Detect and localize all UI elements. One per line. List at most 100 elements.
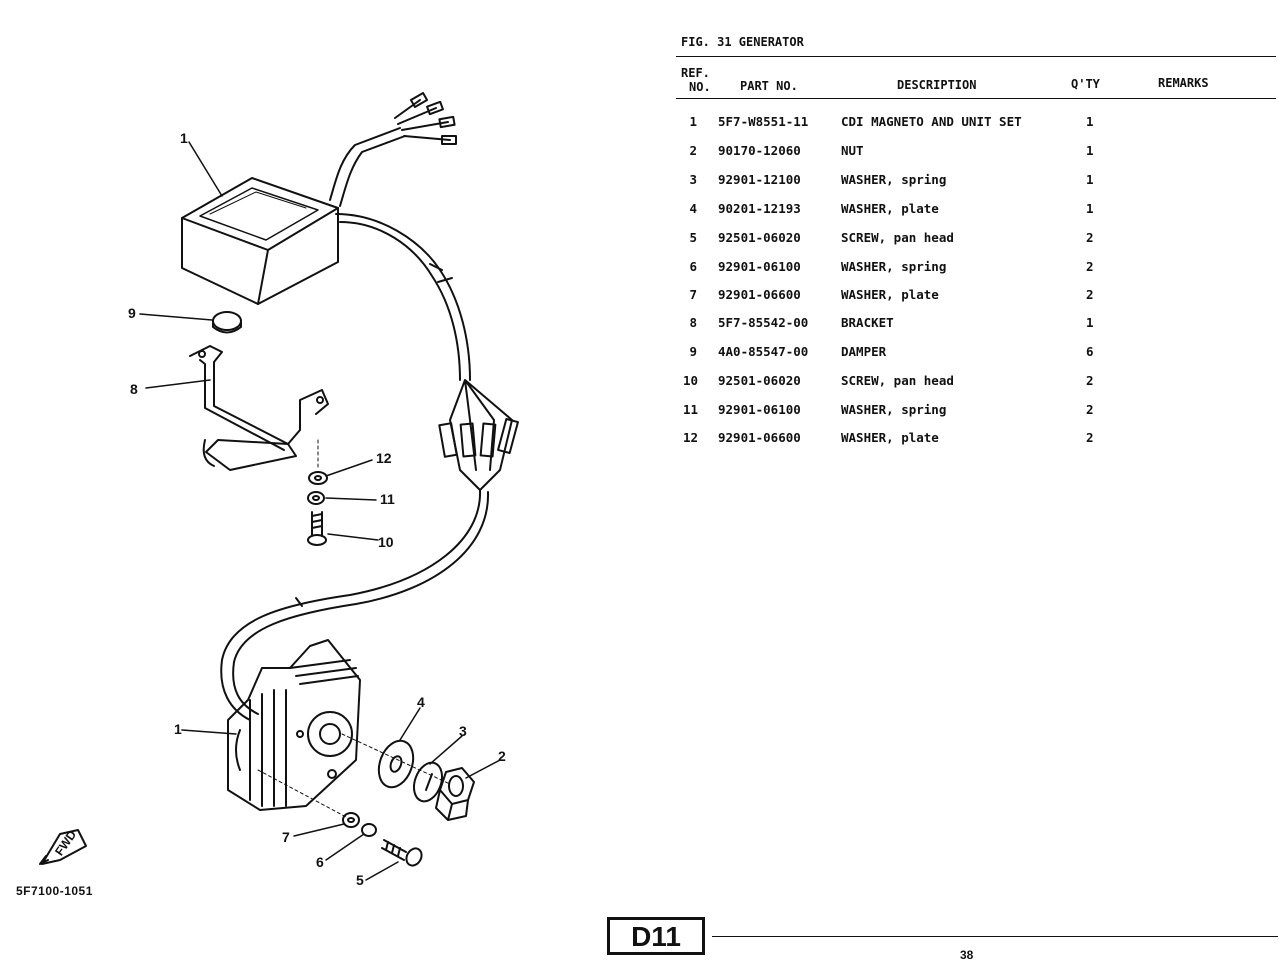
cell-part-no: 4A0-85547-00	[718, 344, 809, 359]
table-row: 12 92901-06600 WASHER, plate 2	[676, 430, 1276, 450]
callout-7: 7	[282, 829, 290, 845]
cell-qty: 1	[1086, 201, 1094, 216]
table-top-rule	[676, 56, 1276, 57]
table-row: 3 92901-12100 WASHER, spring 1	[676, 172, 1276, 192]
cell-qty: 1	[1086, 114, 1094, 129]
cell-ref: 7	[689, 287, 697, 302]
cell-qty: 2	[1086, 259, 1094, 274]
washer-6	[361, 823, 377, 837]
cell-qty: 2	[1086, 287, 1094, 302]
cell-ref: 8	[689, 315, 697, 330]
leader-lines	[139, 141, 501, 881]
callout-1-cdi: 1	[180, 130, 188, 146]
screw-10	[307, 511, 327, 546]
cell-description: SCREW, pan head	[841, 373, 954, 388]
table-row: 11 92901-06100 WASHER, spring 2	[676, 402, 1276, 422]
header-description: DESCRIPTION	[897, 78, 977, 92]
cell-ref: 4	[689, 201, 697, 216]
header-ref-line2: NO.	[689, 80, 711, 94]
header-part-no: PART NO.	[740, 79, 798, 93]
header-ref-line1: REF.	[681, 66, 710, 80]
exploded-diagram: 1 9 8 12 11 10 1 4 3 2 7 6 5 FWD 5F7100-…	[16, 92, 519, 898]
cell-qty: 2	[1086, 373, 1094, 388]
bracket-shape	[189, 345, 329, 471]
cell-description: WASHER, plate	[841, 287, 939, 302]
cell-part-no: 92901-06600	[718, 430, 801, 445]
wire-harness	[220, 92, 519, 721]
callout-12: 12	[376, 450, 392, 466]
cell-description: CDI MAGNETO AND UNIT SET	[841, 114, 1022, 129]
cell-part-no: 92901-06100	[718, 402, 801, 417]
cell-description: DAMPER	[841, 344, 887, 359]
fwd-arrow-shape	[39, 829, 87, 865]
table-row: 2 90170-12060 NUT 1	[676, 143, 1276, 163]
section-badge: D11	[607, 917, 705, 955]
generator-drawing	[39, 92, 519, 881]
callout-5: 5	[356, 872, 364, 888]
cell-part-no: 92501-06020	[718, 373, 801, 388]
cell-description: WASHER, plate	[841, 201, 939, 216]
table-row: 4 90201-12193 WASHER, plate 1	[676, 201, 1276, 221]
washer-11	[307, 491, 325, 505]
screw-5	[381, 839, 423, 867]
cell-part-no: 5F7-85542-00	[718, 315, 809, 330]
cell-part-no: 90201-12193	[718, 201, 801, 216]
table-header-rule	[676, 98, 1276, 99]
cell-part-no: 92901-06100	[718, 259, 801, 274]
cell-qty: 2	[1086, 430, 1094, 445]
cell-part-no: 92901-12100	[718, 172, 801, 187]
header-remarks: REMARKS	[1158, 76, 1209, 90]
callout-9: 9	[128, 305, 136, 321]
washer-12	[308, 471, 328, 485]
callout-1-magneto: 1	[174, 721, 182, 737]
cell-part-no: 92901-06600	[718, 287, 801, 302]
page-number: 38	[960, 948, 974, 962]
nut-2	[435, 767, 475, 821]
cell-description: WASHER, plate	[841, 430, 939, 445]
callout-3: 3	[459, 723, 467, 739]
cell-description: SCREW, pan head	[841, 230, 954, 245]
cell-qty: 2	[1086, 230, 1094, 245]
table-row: 10 92501-06020 SCREW, pan head 2	[676, 373, 1276, 393]
cell-qty: 1	[1086, 315, 1094, 330]
header-qty: Q'TY	[1071, 77, 1100, 91]
cell-part-no: 92501-06020	[718, 230, 801, 245]
cell-ref: 9	[689, 344, 697, 359]
cell-part-no: 90170-12060	[718, 143, 801, 158]
callout-2: 2	[498, 748, 506, 764]
cell-description: WASHER, spring	[841, 402, 947, 417]
washer-4	[377, 739, 415, 789]
cell-ref: 12	[682, 430, 698, 445]
table-row: 5 92501-06020 SCREW, pan head 2	[676, 230, 1276, 250]
cell-ref: 1	[689, 114, 697, 129]
damper-side	[212, 320, 242, 334]
table-row: 7 92901-06600 WASHER, plate 2	[676, 287, 1276, 307]
cell-part-no: 5F7-W8551-11	[718, 114, 809, 129]
cell-ref: 3	[689, 172, 697, 187]
table-row: 6 92901-06100 WASHER, spring 2	[676, 259, 1276, 279]
cell-qty: 1	[1086, 172, 1094, 187]
table-row: 8 5F7-85542-00 BRACKET 1	[676, 315, 1276, 335]
cell-qty: 1	[1086, 143, 1094, 158]
cell-qty: 6	[1086, 344, 1094, 359]
cell-ref: 11	[682, 402, 698, 417]
cell-ref: 6	[689, 259, 697, 274]
centre-lines	[257, 439, 451, 819]
cell-description: BRACKET	[841, 315, 894, 330]
magneto-assembly	[227, 639, 361, 811]
callout-6: 6	[316, 854, 324, 870]
cell-description: WASHER, spring	[841, 172, 947, 187]
cell-qty: 2	[1086, 402, 1094, 417]
table-row: 9 4A0-85547-00 DAMPER 6	[676, 344, 1276, 364]
callout-4: 4	[417, 694, 425, 710]
washer-7	[342, 812, 360, 828]
cell-description: WASHER, spring	[841, 259, 947, 274]
drawing-code: 5F7100-1051	[16, 884, 93, 898]
damper-shape	[212, 311, 242, 331]
table-row: 1 5F7-W8551-11 CDI MAGNETO AND UNIT SET …	[676, 114, 1276, 134]
cdi-unit-box	[181, 177, 339, 305]
cell-ref: 5	[689, 230, 697, 245]
cell-ref: 2	[689, 143, 697, 158]
cell-description: NUT	[841, 143, 864, 158]
figure-title: FIG. 31 GENERATOR	[681, 35, 804, 49]
